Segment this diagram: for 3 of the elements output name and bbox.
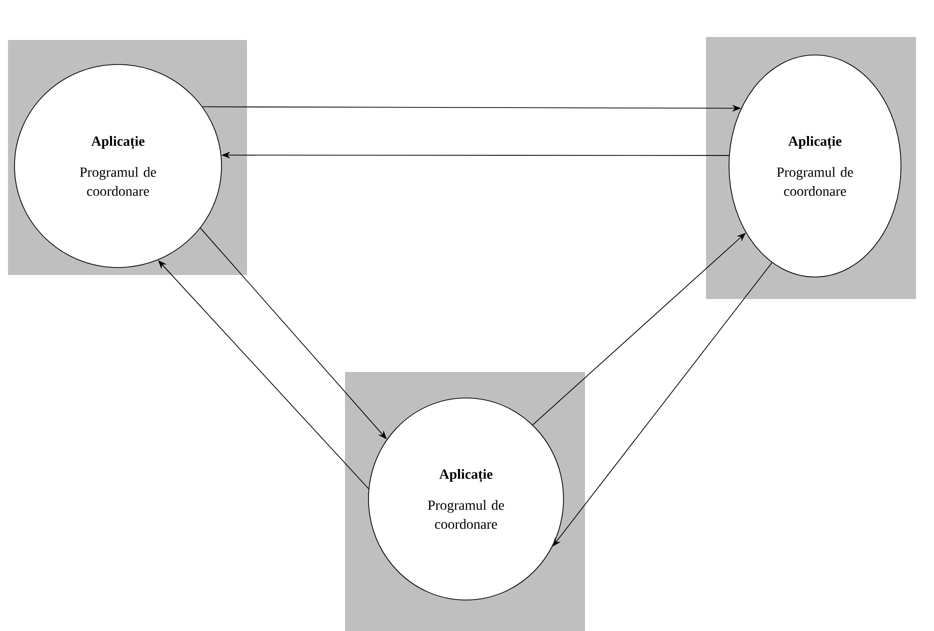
ellipse-node: Aplicație Programul de coordonare [728, 54, 902, 278]
ellipse-node: Aplicație Programul de coordonare [14, 64, 222, 268]
ellipse-node: Aplicație Programul de coordonare [368, 398, 564, 600]
